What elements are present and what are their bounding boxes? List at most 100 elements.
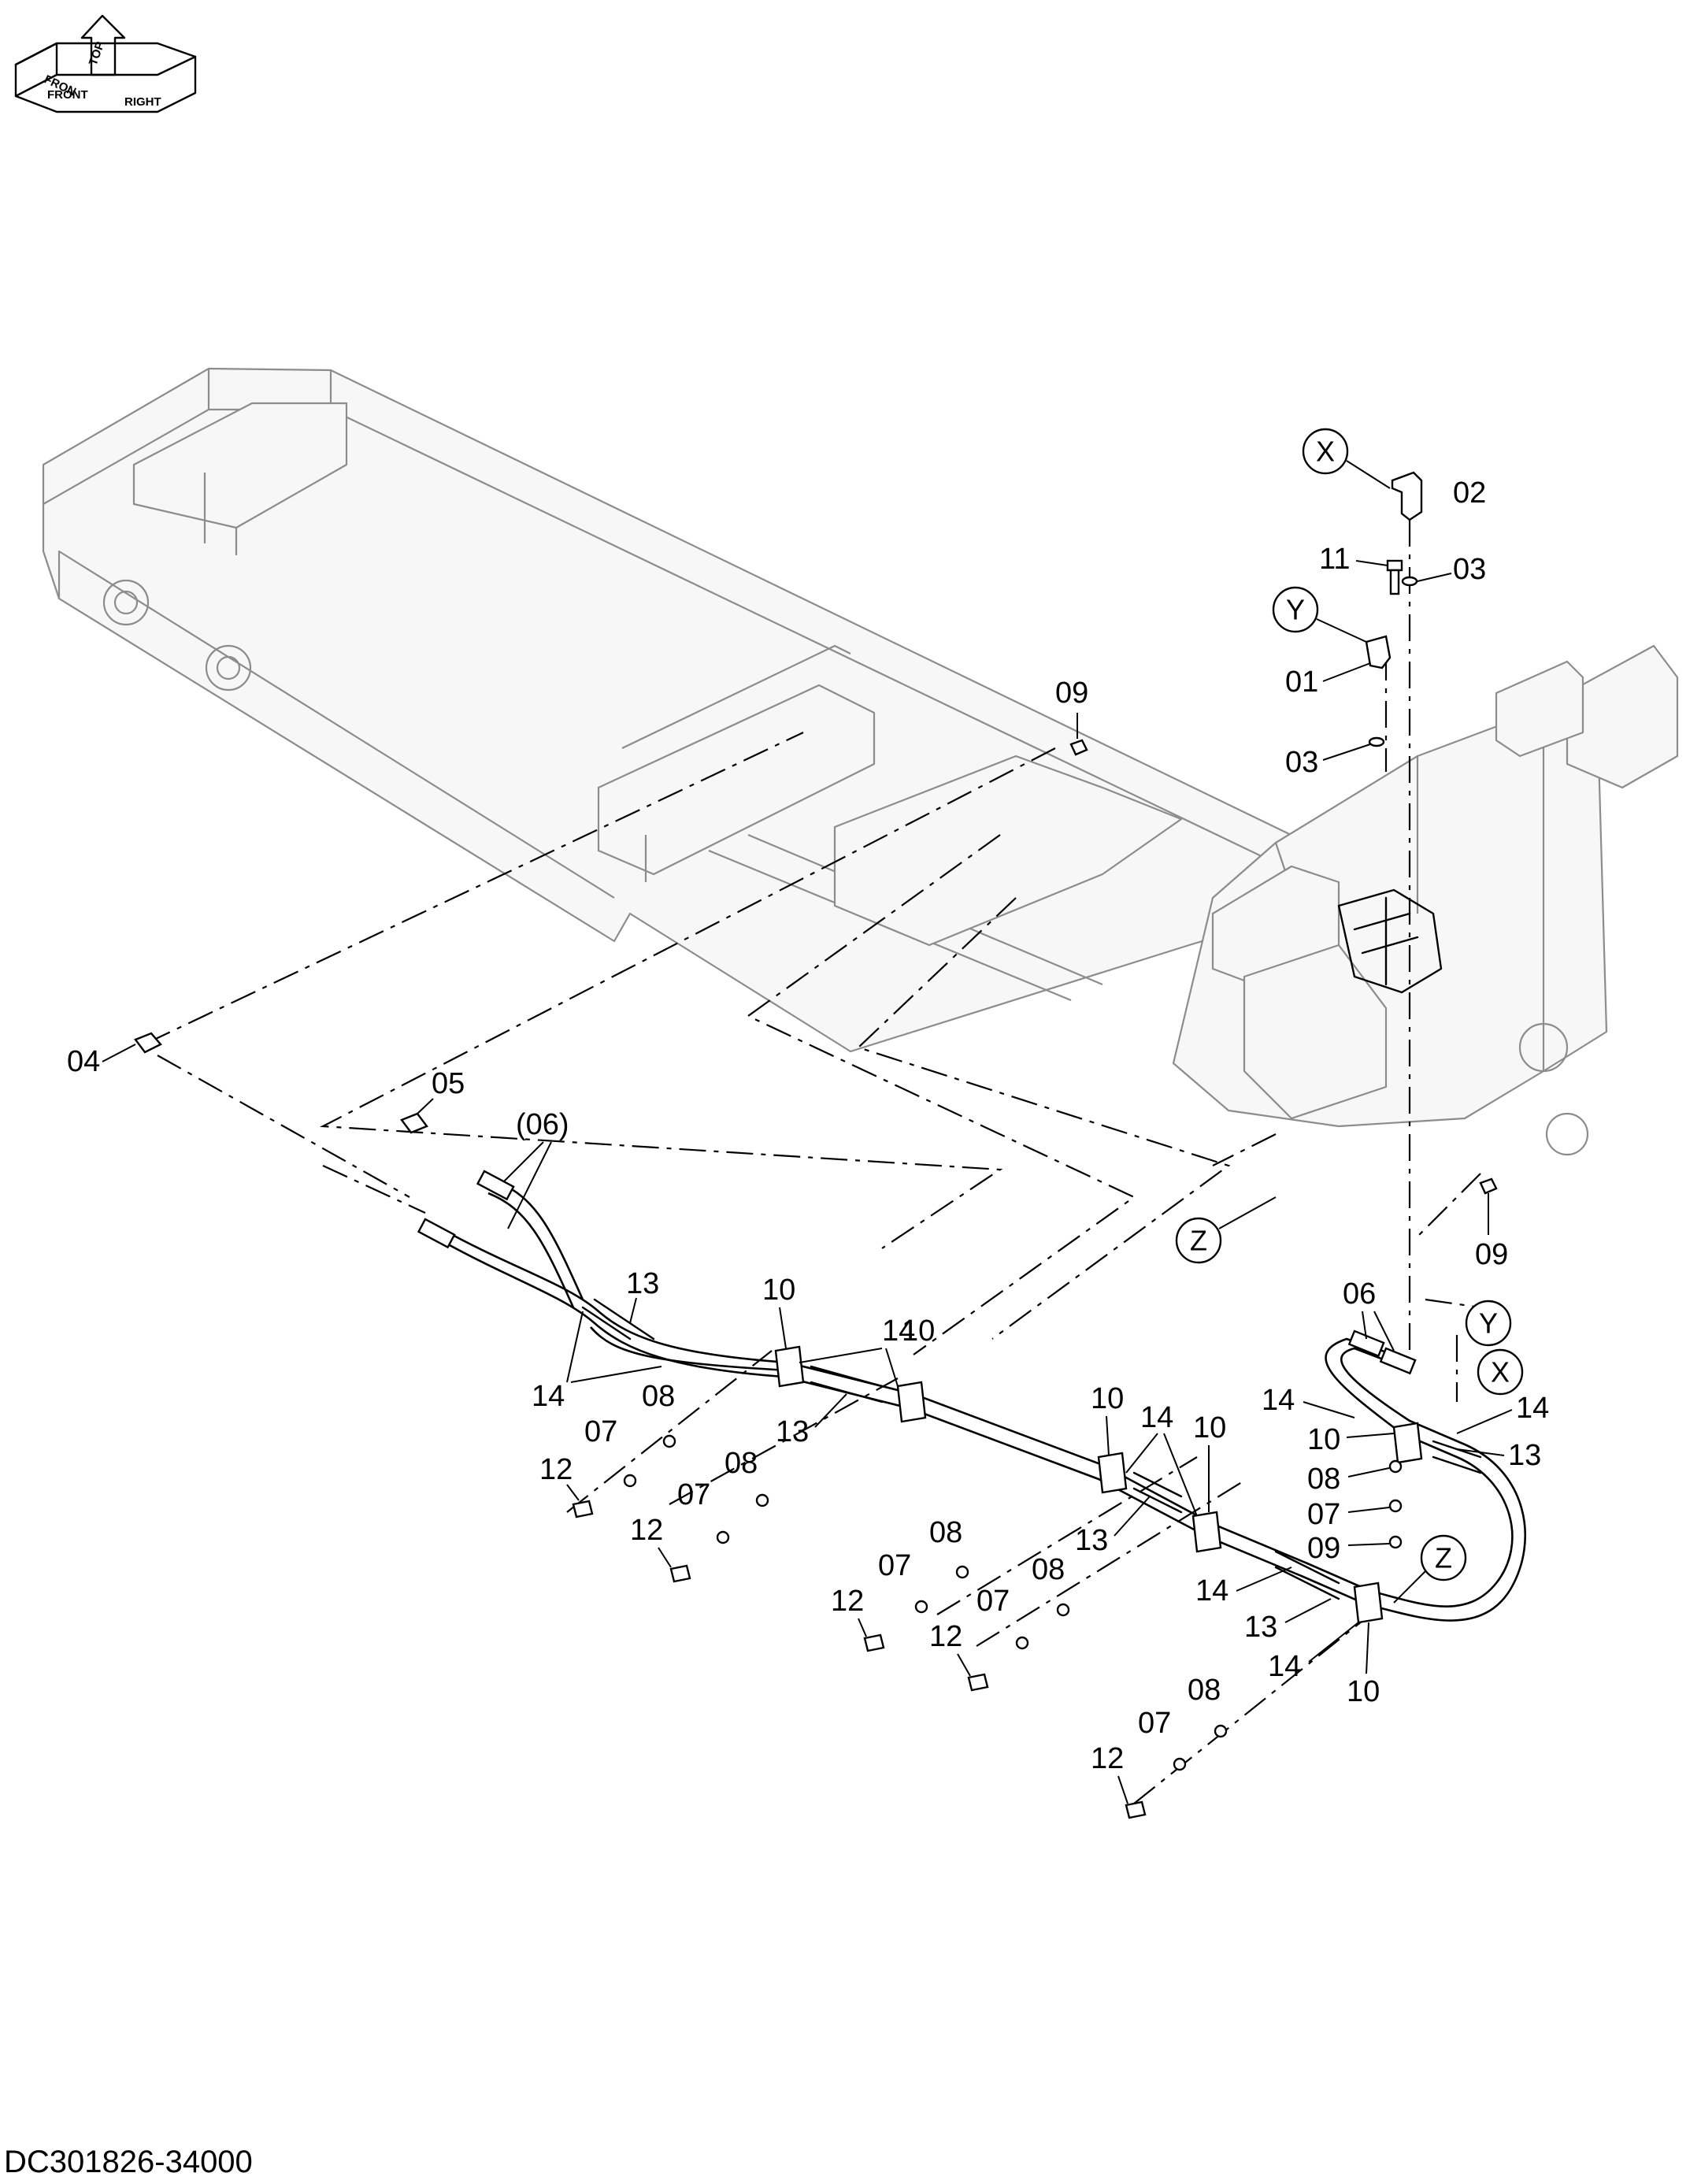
callout-07-b: 07	[677, 1478, 710, 1511]
callout-12-b: 12	[630, 1514, 663, 1547]
callout-13-d: 13	[1244, 1611, 1277, 1644]
view-ref-y-right	[1465, 1300, 1512, 1347]
callout-10-e: 10	[1347, 1675, 1380, 1708]
callout-13-a: 13	[626, 1267, 659, 1300]
view-ref-y-right-label: Y	[1479, 1307, 1498, 1340]
callout-07-d: 07	[976, 1585, 1010, 1618]
fitting-02	[1391, 471, 1423, 521]
view-ref-x-right	[1477, 1348, 1524, 1396]
callout-09-f: 09	[1307, 1532, 1340, 1565]
callout-12-e: 12	[1091, 1742, 1124, 1775]
callout-05: 05	[432, 1067, 465, 1100]
callout-02: 02	[1453, 476, 1486, 510]
callout-08-f: 08	[1307, 1463, 1340, 1496]
hardware-parts	[134, 471, 1498, 1819]
fitting-05	[400, 1112, 428, 1134]
callout-09-upper: 09	[1055, 677, 1088, 710]
washer-08-c	[955, 1565, 969, 1579]
hose-assembly	[440, 1180, 1526, 1622]
view-ref-z-right	[1420, 1534, 1467, 1581]
washer-07-f	[1388, 1499, 1403, 1513]
callout-10-f: 10	[1307, 1423, 1340, 1456]
view-refs: X Y Z Y X Z	[1175, 428, 1524, 1604]
callout-14-a: 14	[532, 1380, 565, 1413]
washer-07-a	[623, 1474, 637, 1488]
callout-08-a: 08	[642, 1380, 675, 1413]
bolt-11-head	[1386, 559, 1403, 572]
washer-07-e	[1173, 1757, 1187, 1771]
washer-07-b	[716, 1530, 730, 1544]
document-number: DC301826-34000	[4, 2145, 253, 2179]
fitting-01	[1365, 635, 1392, 669]
callout-11: 11	[1319, 543, 1350, 576]
view-ref-z-left	[1175, 1217, 1222, 1264]
callout-08-e: 08	[1188, 1674, 1221, 1707]
callout-14-b: 14	[882, 1314, 915, 1348]
callout-14-e: 14	[1268, 1650, 1301, 1683]
bolt-12-e	[1125, 1800, 1147, 1819]
callout-14-g: 14	[1516, 1392, 1549, 1425]
clamp-1	[774, 1345, 805, 1388]
clamp-6	[1392, 1422, 1423, 1464]
callout-labels: 02 11 03 01 03 09 04 05 (06) 13 14 08 07…	[67, 476, 1549, 1804]
orient-right-label: RIGHT	[124, 95, 161, 109]
callout-08-d: 08	[1032, 1553, 1065, 1586]
callout-07-f: 07	[1307, 1498, 1340, 1531]
callout-13-c: 13	[1075, 1524, 1108, 1557]
fitting-04	[134, 1032, 162, 1054]
bolt-12-d	[967, 1673, 989, 1692]
nut-09-lower	[1479, 1177, 1498, 1195]
callout-04: 04	[67, 1045, 100, 1078]
reference-lines	[145, 520, 1481, 1804]
bolt-11-shank	[1389, 569, 1400, 595]
clamp-5	[1353, 1581, 1384, 1624]
callout-09-lower: 09	[1475, 1238, 1508, 1271]
clamp-3	[1097, 1452, 1128, 1494]
callout-06-ref: (06)	[516, 1108, 569, 1141]
clamp-4	[1191, 1511, 1222, 1553]
callout-12-d: 12	[929, 1620, 962, 1653]
callout-01: 01	[1285, 666, 1318, 699]
callout-07-c: 07	[878, 1549, 911, 1582]
callout-14-f: 14	[1262, 1384, 1295, 1417]
oring-03-upper	[1401, 576, 1418, 587]
washer-07-d	[1015, 1636, 1029, 1650]
nut-09-upper	[1069, 739, 1088, 756]
view-ref-x-right-label: X	[1491, 1356, 1510, 1389]
hose-clamps	[581, 1298, 1482, 1624]
callout-13-e: 13	[1508, 1439, 1541, 1472]
orientation-icon: FRONT RIGHT TOP FRON	[14, 14, 197, 113]
view-ref-x-top-label: X	[1316, 436, 1335, 468]
callout-10-d: 10	[1193, 1411, 1226, 1444]
view-ref-y-top	[1272, 586, 1319, 633]
callout-12-c: 12	[831, 1585, 864, 1618]
callout-10-a: 10	[762, 1274, 795, 1307]
callout-10-c: 10	[1091, 1382, 1124, 1415]
washer-08-d	[1056, 1603, 1070, 1617]
hose-end-fitting-right-a	[1347, 1329, 1385, 1358]
washer-08-b	[755, 1493, 769, 1507]
bolt-12-c	[863, 1633, 885, 1652]
callout-14-c: 14	[1140, 1401, 1173, 1434]
callout-07-e: 07	[1138, 1707, 1171, 1740]
washer-08-e	[1214, 1724, 1228, 1738]
clamp-2	[896, 1381, 927, 1423]
view-ref-z-left-label: Z	[1190, 1225, 1207, 1257]
orient-front-label: FRONT	[47, 88, 88, 102]
callout-08-c: 08	[929, 1516, 962, 1549]
nut-09-f	[1388, 1535, 1403, 1549]
callout-12-a: 12	[539, 1453, 573, 1486]
callout-03-upper: 03	[1453, 553, 1486, 586]
view-ref-y-top-label: Y	[1286, 594, 1305, 626]
callout-08-b: 08	[724, 1447, 758, 1480]
view-ref-x-top	[1302, 428, 1349, 475]
hose-fittings	[417, 1170, 1417, 1375]
callout-03-lower: 03	[1285, 746, 1318, 779]
callout-14-d: 14	[1195, 1574, 1228, 1607]
callout-13-b: 13	[776, 1415, 809, 1448]
machine-frame-ghost	[42, 367, 1679, 1156]
callout-10-b: 10	[902, 1314, 935, 1348]
washer-07-c	[914, 1600, 928, 1614]
oring-03-lower	[1368, 736, 1385, 747]
